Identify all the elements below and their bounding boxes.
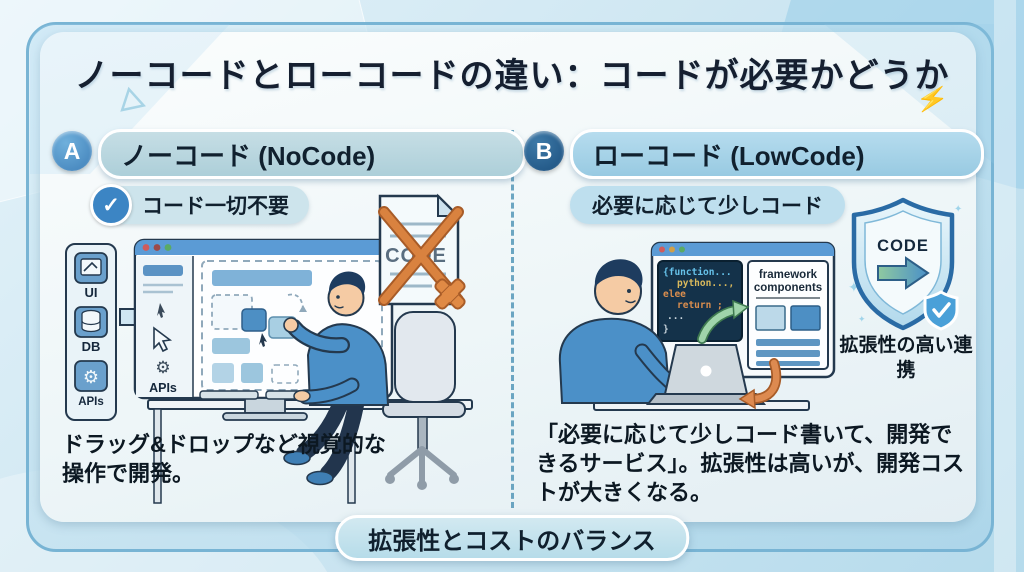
shield-inner [864, 210, 942, 315]
svg-text:⚙: ⚙ [83, 367, 99, 387]
code-line: elee [663, 289, 686, 300]
sparkle-icon: ✦ [954, 204, 962, 215]
sidebar-item-db: DB [82, 339, 101, 354]
shield-check-icon [923, 290, 959, 331]
component-sidebar: UI DB ⚙ APIs [65, 243, 117, 421]
canvas-block [212, 270, 312, 286]
keyboard [199, 390, 259, 400]
gear-icon [74, 360, 108, 392]
laptop-icon [645, 344, 767, 405]
office-chair [382, 311, 466, 490]
code-line: } [663, 324, 669, 335]
cursor-icon [157, 303, 165, 318]
shield-code-label: CODE [877, 237, 929, 255]
laptop-logo [700, 365, 712, 377]
cursor-icon [259, 333, 267, 347]
lowcode-header: ローコード (LowCode) [570, 129, 984, 179]
footer-banner: 拡張性とコストのバランス [335, 515, 689, 561]
x-badge-icon [434, 278, 466, 310]
triangle-decoration [120, 86, 146, 112]
canvas-block [212, 338, 250, 354]
code-line: return ; [677, 300, 723, 311]
cursor-icon [153, 326, 173, 353]
component-bar [756, 339, 820, 346]
code-window: {function... python..., elee return ; ..… [650, 241, 836, 379]
lowcode-header-label: ローコード (LowCode) [593, 140, 865, 171]
shield-caption: 拡張性の高い連携 [839, 335, 973, 381]
drag-arrow-icon [287, 293, 304, 309]
shield-icon: ✦ ✦ ✦ CODE [848, 197, 962, 331]
page-title: ノーコードとローコードの違い：コードが必要かどうか [74, 57, 950, 95]
canvas-placeholder [271, 364, 299, 384]
window-titlebar [652, 243, 834, 256]
window-dot-green [679, 246, 685, 253]
sidebar-item-apis: APIs [78, 396, 104, 408]
panel-a-badge: A [52, 131, 92, 171]
hand [283, 317, 299, 333]
panel-title-line1: framework [759, 269, 818, 281]
nocode-illustration: UI DB ⚙ APIs ⚙ APIs [65, 238, 473, 504]
nocode-header-label: ノーコード (NoCode) [121, 140, 376, 171]
person-illustration [558, 259, 698, 404]
person-illustration [283, 271, 390, 486]
window-dot-red [659, 246, 665, 253]
monitor-base [222, 412, 308, 421]
nocode-description: ドラッグ&ドロップなど視覚的な操作で開発。 [62, 432, 386, 487]
torso [558, 317, 672, 404]
component-block [755, 305, 786, 331]
sparkle-icon: ✦ [858, 314, 866, 324]
panel-title-line2: components [754, 282, 822, 294]
code-line: {function... [663, 267, 732, 278]
toolbar-apis-label: APIs [149, 381, 177, 395]
panel-divider [511, 130, 514, 508]
hair [594, 259, 643, 289]
shoe [306, 470, 334, 486]
hair [328, 271, 366, 295]
code-line: ... [667, 311, 684, 322]
window-dot-dark [153, 244, 161, 251]
lowcode-description: 「必要に応じて少しコード書いて、開発できるサービス」。拡張性は高いが、開発コスト… [536, 422, 965, 506]
lowcode-tagline-label: 必要に応じて少しコード [592, 195, 823, 218]
nocode-header: ノーコード (NoCode) [98, 129, 526, 179]
component-block [790, 305, 821, 331]
canvas-block [241, 308, 267, 332]
nocode-tagline-label: コード一切不要 [142, 195, 289, 218]
shield-arrow-icon [877, 256, 930, 290]
gear-icon: ⚙ [155, 358, 170, 377]
window-dot-yellow [669, 246, 675, 253]
nocode-tagline: ✓ コード一切不要 [90, 184, 309, 226]
panel-b-badge: B [524, 131, 564, 171]
window-dot-red [142, 244, 150, 251]
framework-panel: framework components [747, 260, 829, 370]
component-bar [756, 350, 820, 357]
screen-toolbar [136, 256, 193, 397]
footer-banner-label: 拡張性とコストのバランス [368, 527, 656, 555]
window-dot-green [164, 244, 172, 251]
component-bar [756, 361, 820, 366]
sidebar-item-ui: UI [85, 285, 98, 300]
window-titlebar [135, 240, 392, 255]
green-curved-arrow-icon [697, 299, 750, 344]
shoe [283, 450, 311, 466]
code-line: python..., [677, 278, 734, 289]
lowcode-illustration: {function... python..., elee return ; ..… [558, 241, 836, 411]
no-code-document-icon: CODE [378, 193, 466, 310]
check-icon: ✓ [90, 184, 132, 226]
canvas-block [212, 363, 234, 383]
lowcode-tagline: 必要に応じて少しコード [570, 186, 845, 224]
monitor-stand [244, 397, 286, 414]
hand [293, 389, 311, 403]
code-editor-panel: {function... python..., elee return ; ..… [657, 260, 743, 342]
desk-leg [153, 408, 162, 504]
canvas-block [241, 363, 263, 383]
orange-curved-arrow-icon [738, 358, 782, 410]
